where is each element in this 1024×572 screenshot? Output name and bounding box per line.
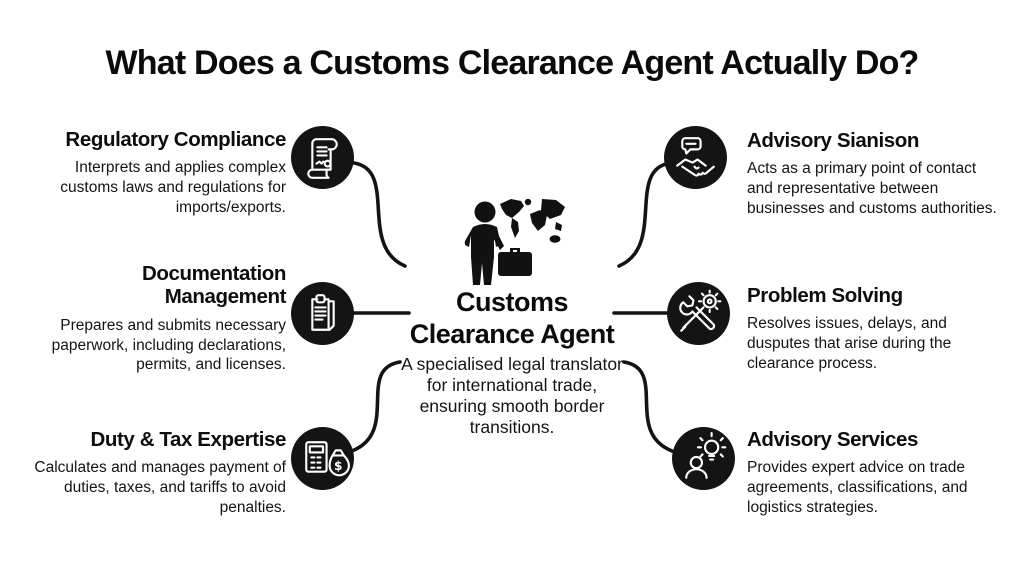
center-description-line: for international trade, xyxy=(426,375,598,395)
center-heading-line2: Clearance Agent xyxy=(409,318,615,349)
calculator-money-bag-icon: $ xyxy=(290,426,355,491)
item-title: Problem Solving xyxy=(747,284,903,307)
item-description: Resolves issues, delays, and dusputes th… xyxy=(747,315,952,373)
clipboard-documents-icon xyxy=(290,281,355,346)
center-heading: Customs Clearance Agent xyxy=(362,287,662,350)
item-title: Advisory Sianison xyxy=(747,129,920,152)
scroll-certificate-icon xyxy=(290,125,355,190)
item-duty-tax-expertise: Duty & Tax Expertise Calculates and mana… xyxy=(28,428,286,518)
center-description-line: ensuring smooth border xyxy=(419,396,605,416)
wrench-gear-icon xyxy=(666,281,731,346)
item-description: Provides expert advice on trade agreemen… xyxy=(747,459,968,517)
handshake-chat-icon xyxy=(663,125,728,190)
center-description: A specialised legal translator for inter… xyxy=(367,354,657,438)
svg-text:$: $ xyxy=(334,459,342,473)
item-problem-solving: Problem Solving Resolves issues, delays,… xyxy=(747,284,999,374)
item-advisory-services: Advisory Services Provides expert advice… xyxy=(747,428,999,518)
item-description: Calculates and manages payment of duties… xyxy=(34,459,286,517)
item-regulatory-compliance: Regulatory Compliance Interprets and app… xyxy=(28,128,286,218)
page-title: What Does a Customs Clearance Agent Actu… xyxy=(105,44,919,82)
item-description: Acts as a primary point of contact and r… xyxy=(747,160,997,218)
connector-top-left xyxy=(352,161,407,268)
item-description: Interprets and applies complex customs l… xyxy=(60,159,286,217)
center-description-line: A specialised legal translator xyxy=(401,354,623,374)
traveler-with-world-map-icon xyxy=(452,194,568,292)
item-title: Duty & Tax Expertise xyxy=(90,428,286,451)
center-heading-line1: Customs xyxy=(455,287,569,317)
item-documentation-management: Documentation Management Prepares and su… xyxy=(28,262,287,375)
item-title: Documentation Management xyxy=(142,262,286,309)
advisor-lightbulb-icon xyxy=(671,426,736,491)
item-advisory-sianison: Advisory Sianison Acts as a primary poin… xyxy=(747,129,999,219)
item-title: Regulatory Compliance xyxy=(65,128,286,151)
center-description-line: transitions. xyxy=(469,417,555,437)
item-title: Advisory Services xyxy=(747,428,918,451)
item-description: Prepares and submits necessary paperwork… xyxy=(51,316,286,374)
